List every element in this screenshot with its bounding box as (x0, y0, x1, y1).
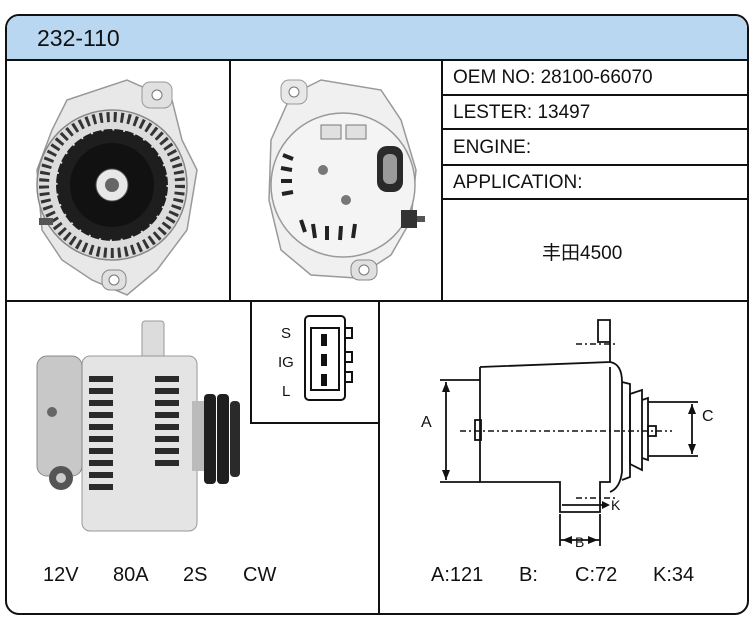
spec-amperage: 80A (113, 564, 149, 586)
lester-number: LESTER: 13497 (453, 102, 591, 123)
alternator-rear-view (268, 79, 425, 281)
dimension-label-a: A (421, 414, 432, 431)
alternator-front-view (36, 79, 198, 296)
oem-number: OEM NO: 28100-66070 (453, 67, 653, 88)
application-label: APPLICATION: (453, 172, 583, 193)
application-value: 丰田4500 (542, 243, 623, 264)
pin-label-ig: IG (278, 354, 294, 371)
spec-voltage: 12V (43, 564, 79, 586)
connector-plug-diagram (304, 315, 353, 401)
product-sheet: 232-110 OEM NO: 28100-66070 LESTER: 1349… (5, 14, 749, 615)
divider (441, 164, 747, 166)
divider (7, 300, 747, 302)
dimension-diagram (440, 319, 698, 546)
divider (378, 301, 380, 613)
divider (229, 59, 231, 301)
dimension-label-c: C (702, 408, 714, 425)
spec-pulley-grooves: 2S (183, 564, 208, 586)
engine-label: ENGINE: (453, 137, 532, 158)
dimension-value-c: C:72 (575, 564, 618, 586)
dimension-label-k: K (611, 497, 621, 513)
divider (250, 301, 252, 424)
spec-rotation: CW (243, 564, 277, 586)
dimension-value-a: A:121 (431, 564, 484, 586)
alternator-side-view (36, 320, 240, 532)
divider (441, 198, 747, 200)
pin-label-s: S (281, 325, 292, 342)
header-bar: 232-110 (7, 16, 747, 61)
divider (441, 59, 443, 301)
divider (441, 128, 747, 130)
pin-label-l: L (282, 383, 291, 400)
part-number: 232-110 (37, 25, 120, 51)
dimension-label-b: B (575, 534, 585, 550)
dimension-value-k: K:34 (653, 564, 695, 586)
divider (441, 94, 747, 96)
dimension-value-b: B: (519, 564, 538, 586)
divider (250, 422, 380, 424)
